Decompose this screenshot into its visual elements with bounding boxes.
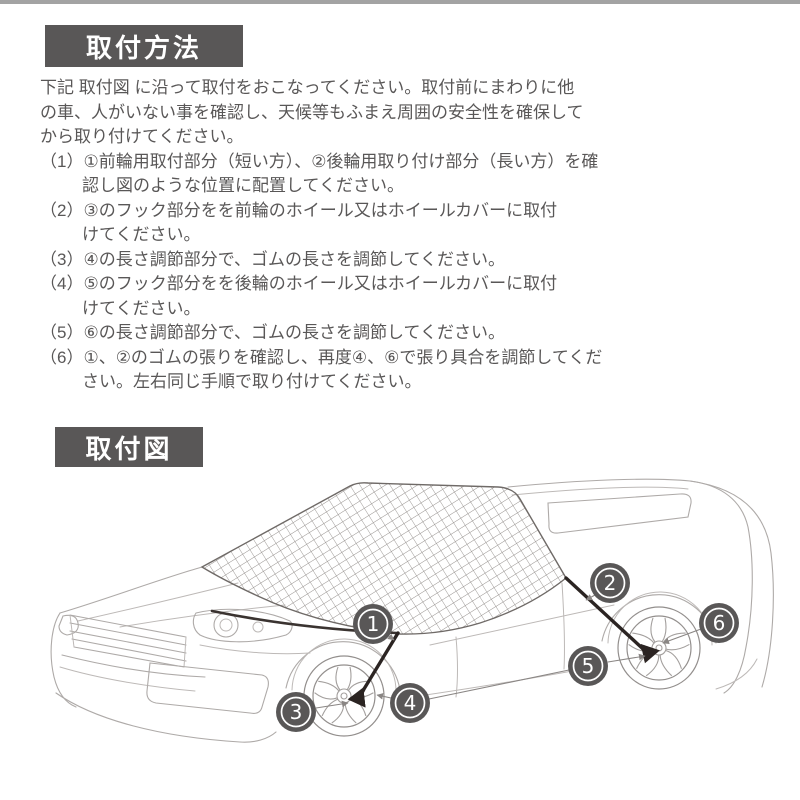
instruction-line-11: （5）⑥の長さ調節部分で、ゴムの長さを調節してください。: [40, 323, 505, 342]
instruction-line-12: （6）①、②のゴムの張りを確認し、再度④、⑥で張り具合を調節してくだ: [40, 347, 603, 367]
callout-number-2: 2: [604, 571, 617, 595]
callout-leaders: [315, 594, 702, 709]
instruction-line-13: さい。左右同じ手順で取り付けてください。: [82, 372, 422, 391]
callout-5: 5: [568, 646, 608, 686]
instruction-line-9: （4）⑤のフック部分をを後輪のホイール又はホイールカバーに取付: [40, 274, 558, 293]
callout-number-5: 5: [582, 654, 595, 678]
front-cord: [347, 631, 400, 708]
callout-6: 6: [699, 603, 739, 643]
callout-3: 3: [276, 692, 316, 732]
instruction-line-8: （3）④の長さ調節部分で、ゴムの長さを調節してください。: [40, 249, 505, 269]
instruction-line-2: の車、人がいない事を確認し、天候等もふまえ周囲の安全性を確保して: [40, 102, 584, 122]
rear-cord: [564, 576, 660, 664]
instruction-line-7: けてください。: [82, 225, 201, 244]
instruction-line-10: けてください。: [82, 298, 201, 318]
callout-number-3: 3: [290, 700, 303, 724]
section-header-installation-diagram: 取付図: [55, 427, 203, 467]
installation-diagram: 1 2 3 4 5 6: [50, 478, 774, 743]
rear-wheel: [617, 606, 701, 690]
callout-number-4: 4: [404, 691, 417, 715]
net-cover: [200, 482, 567, 635]
section-header-installation-method-label: 取付方法: [85, 32, 202, 63]
section-header-installation-diagram-label: 取付図: [85, 433, 173, 464]
instruction-line-6: （2）③のフック部分をを前輪のホイール又はホイールカバーに取付: [40, 200, 558, 220]
callout-1: 1: [353, 604, 393, 644]
callout-4: 4: [390, 683, 430, 723]
section-header-installation-method: 取付方法: [45, 25, 243, 67]
instruction-line-4: （1）①前輪用取付部分（短い方）、②後輪用取り付け部分（長い方）を確: [40, 151, 599, 171]
callouts: 1 2 3 4 5 6: [276, 563, 739, 732]
instruction-line-5: 認し図のような位置に配置してください。: [82, 176, 404, 195]
callout-number-6: 6: [713, 611, 726, 635]
top-border-bar: [0, 0, 800, 4]
front-wheel: [303, 655, 385, 737]
instructions: 下記 取付図 に沿って取付をおこなってください。取付前にまわりに他の車、人がいな…: [40, 76, 660, 395]
instruction-line-1: 下記 取付図 に沿って取付をおこなってください。取付前にまわりに他: [40, 78, 575, 97]
callout-number-1: 1: [367, 612, 380, 636]
instruction-line-3: から取り付けてください。: [40, 127, 244, 146]
callout-2: 2: [590, 563, 630, 603]
